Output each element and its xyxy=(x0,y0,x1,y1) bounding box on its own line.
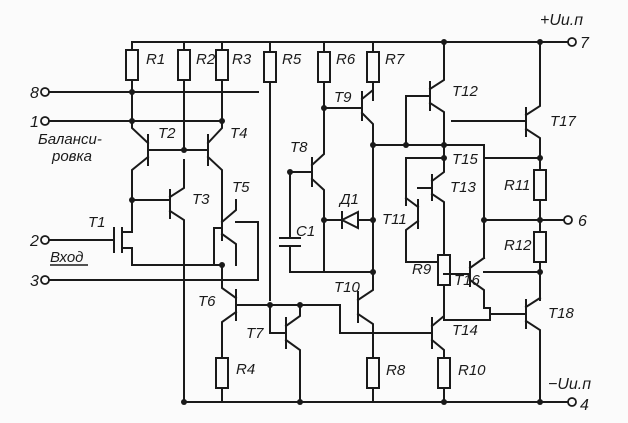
t15-label: T15 xyxy=(452,151,479,168)
resistor-r1: R1 xyxy=(125,41,165,96)
input-1: 1 Баланси- ровка xyxy=(30,114,223,165)
transistor-t1: T1 xyxy=(88,199,223,266)
terminal-2[interactable] xyxy=(40,235,50,245)
input-2: 2 Вход xyxy=(29,233,115,266)
input-3: 3 xyxy=(30,273,259,290)
resistor-r8: R8 xyxy=(366,357,406,403)
r11-label: R11 xyxy=(504,177,530,194)
transistor-t11: T11 xyxy=(382,196,445,263)
resistor-r10: R10 xyxy=(437,357,486,403)
t8-label: T8 xyxy=(290,139,308,156)
terminal-6[interactable] xyxy=(563,215,573,225)
r10-label: R10 xyxy=(458,362,486,379)
r6-label: R6 xyxy=(336,51,356,68)
capacitor-c1: C1 xyxy=(279,171,325,273)
t7-label: T7 xyxy=(246,325,264,342)
t4-label: T4 xyxy=(230,125,248,142)
terminal-3[interactable] xyxy=(40,275,50,285)
transistor-t13: T13 xyxy=(417,157,477,263)
input-8: 8 xyxy=(30,85,259,102)
r8-label: R8 xyxy=(386,362,406,379)
pin-3-label: 3 xyxy=(30,273,39,290)
t11-label: T11 xyxy=(382,211,407,228)
transistor-t2: T2 xyxy=(131,94,185,201)
pin-8-label: 8 xyxy=(30,85,39,102)
terminal-7[interactable] xyxy=(567,37,577,47)
transistor-t7: T7 xyxy=(246,304,301,403)
transistor-t3: T3 xyxy=(131,159,210,403)
transistor-t5: T5 xyxy=(213,179,259,281)
transistor-t10: T10 xyxy=(334,269,421,359)
t18-label: T18 xyxy=(548,305,575,322)
pin-7-label: 7 xyxy=(580,35,590,52)
transistor-t6: T6 xyxy=(198,264,341,359)
diode-d1: Д1 xyxy=(323,191,374,230)
pin-6-label: 6 xyxy=(578,213,587,230)
t5-label: T5 xyxy=(232,179,250,196)
resistor-r4: R4 xyxy=(215,357,255,403)
pin-1-label: 1 xyxy=(30,114,39,131)
balance-label-1: Баланси- xyxy=(38,131,102,148)
r12-label: R12 xyxy=(504,237,532,254)
r4-label: R4 xyxy=(236,361,255,378)
resistor-r12: R12 xyxy=(504,231,547,301)
transistor-t18: T18 xyxy=(489,296,575,403)
input-label: Вход xyxy=(50,249,83,266)
r3-label: R3 xyxy=(232,51,252,68)
resistor-r5: R5 xyxy=(263,41,302,301)
terminal-8[interactable] xyxy=(40,87,50,97)
c1-label: C1 xyxy=(296,223,315,240)
terminal-1[interactable] xyxy=(40,116,50,126)
r5-label: R5 xyxy=(282,51,302,68)
output-6: 6 xyxy=(539,213,587,230)
t3-label: T3 xyxy=(192,191,210,208)
t14-label: T14 xyxy=(452,322,478,339)
transistor-t8: T8 xyxy=(289,139,325,221)
d1-label: Д1 xyxy=(338,191,359,208)
t17-label: T17 xyxy=(550,113,577,130)
balance-label-2: ровка xyxy=(51,148,92,165)
resistor-r2: R2 xyxy=(177,41,216,149)
t12-label: T12 xyxy=(452,83,479,100)
transistor-t4: T4 xyxy=(183,120,248,216)
t2-label: T2 xyxy=(158,125,176,142)
transistor-t12: T12 xyxy=(405,41,479,146)
transistor-t15: T15 xyxy=(405,144,479,206)
r2-label: R2 xyxy=(196,51,216,68)
resistor-r11: R11 xyxy=(504,169,547,233)
t1-label: T1 xyxy=(88,214,106,231)
transistor-t17: T17 xyxy=(451,41,577,171)
t10-label: T10 xyxy=(334,279,361,296)
t13-label: T13 xyxy=(450,179,477,196)
t6-label: T6 xyxy=(198,293,216,310)
t16-label: T16 xyxy=(454,272,481,289)
pin-2-label: 2 xyxy=(29,233,39,250)
r9-label: R9 xyxy=(412,261,432,278)
transistor-t16: T16 xyxy=(443,256,486,301)
pin-4-label: 4 xyxy=(580,397,589,414)
transistor-t14: T14 xyxy=(419,309,478,359)
r7-label: R7 xyxy=(385,51,405,68)
vplus-label: +Uи.п xyxy=(540,12,583,29)
transistor-t9: T9 xyxy=(323,81,374,271)
r1-label: R1 xyxy=(146,51,165,68)
terminal-4[interactable] xyxy=(567,397,577,407)
resistor-r3: R3 xyxy=(215,41,252,126)
t9-label: T9 xyxy=(334,89,352,106)
vminus-label: −Uи.п xyxy=(548,376,591,393)
